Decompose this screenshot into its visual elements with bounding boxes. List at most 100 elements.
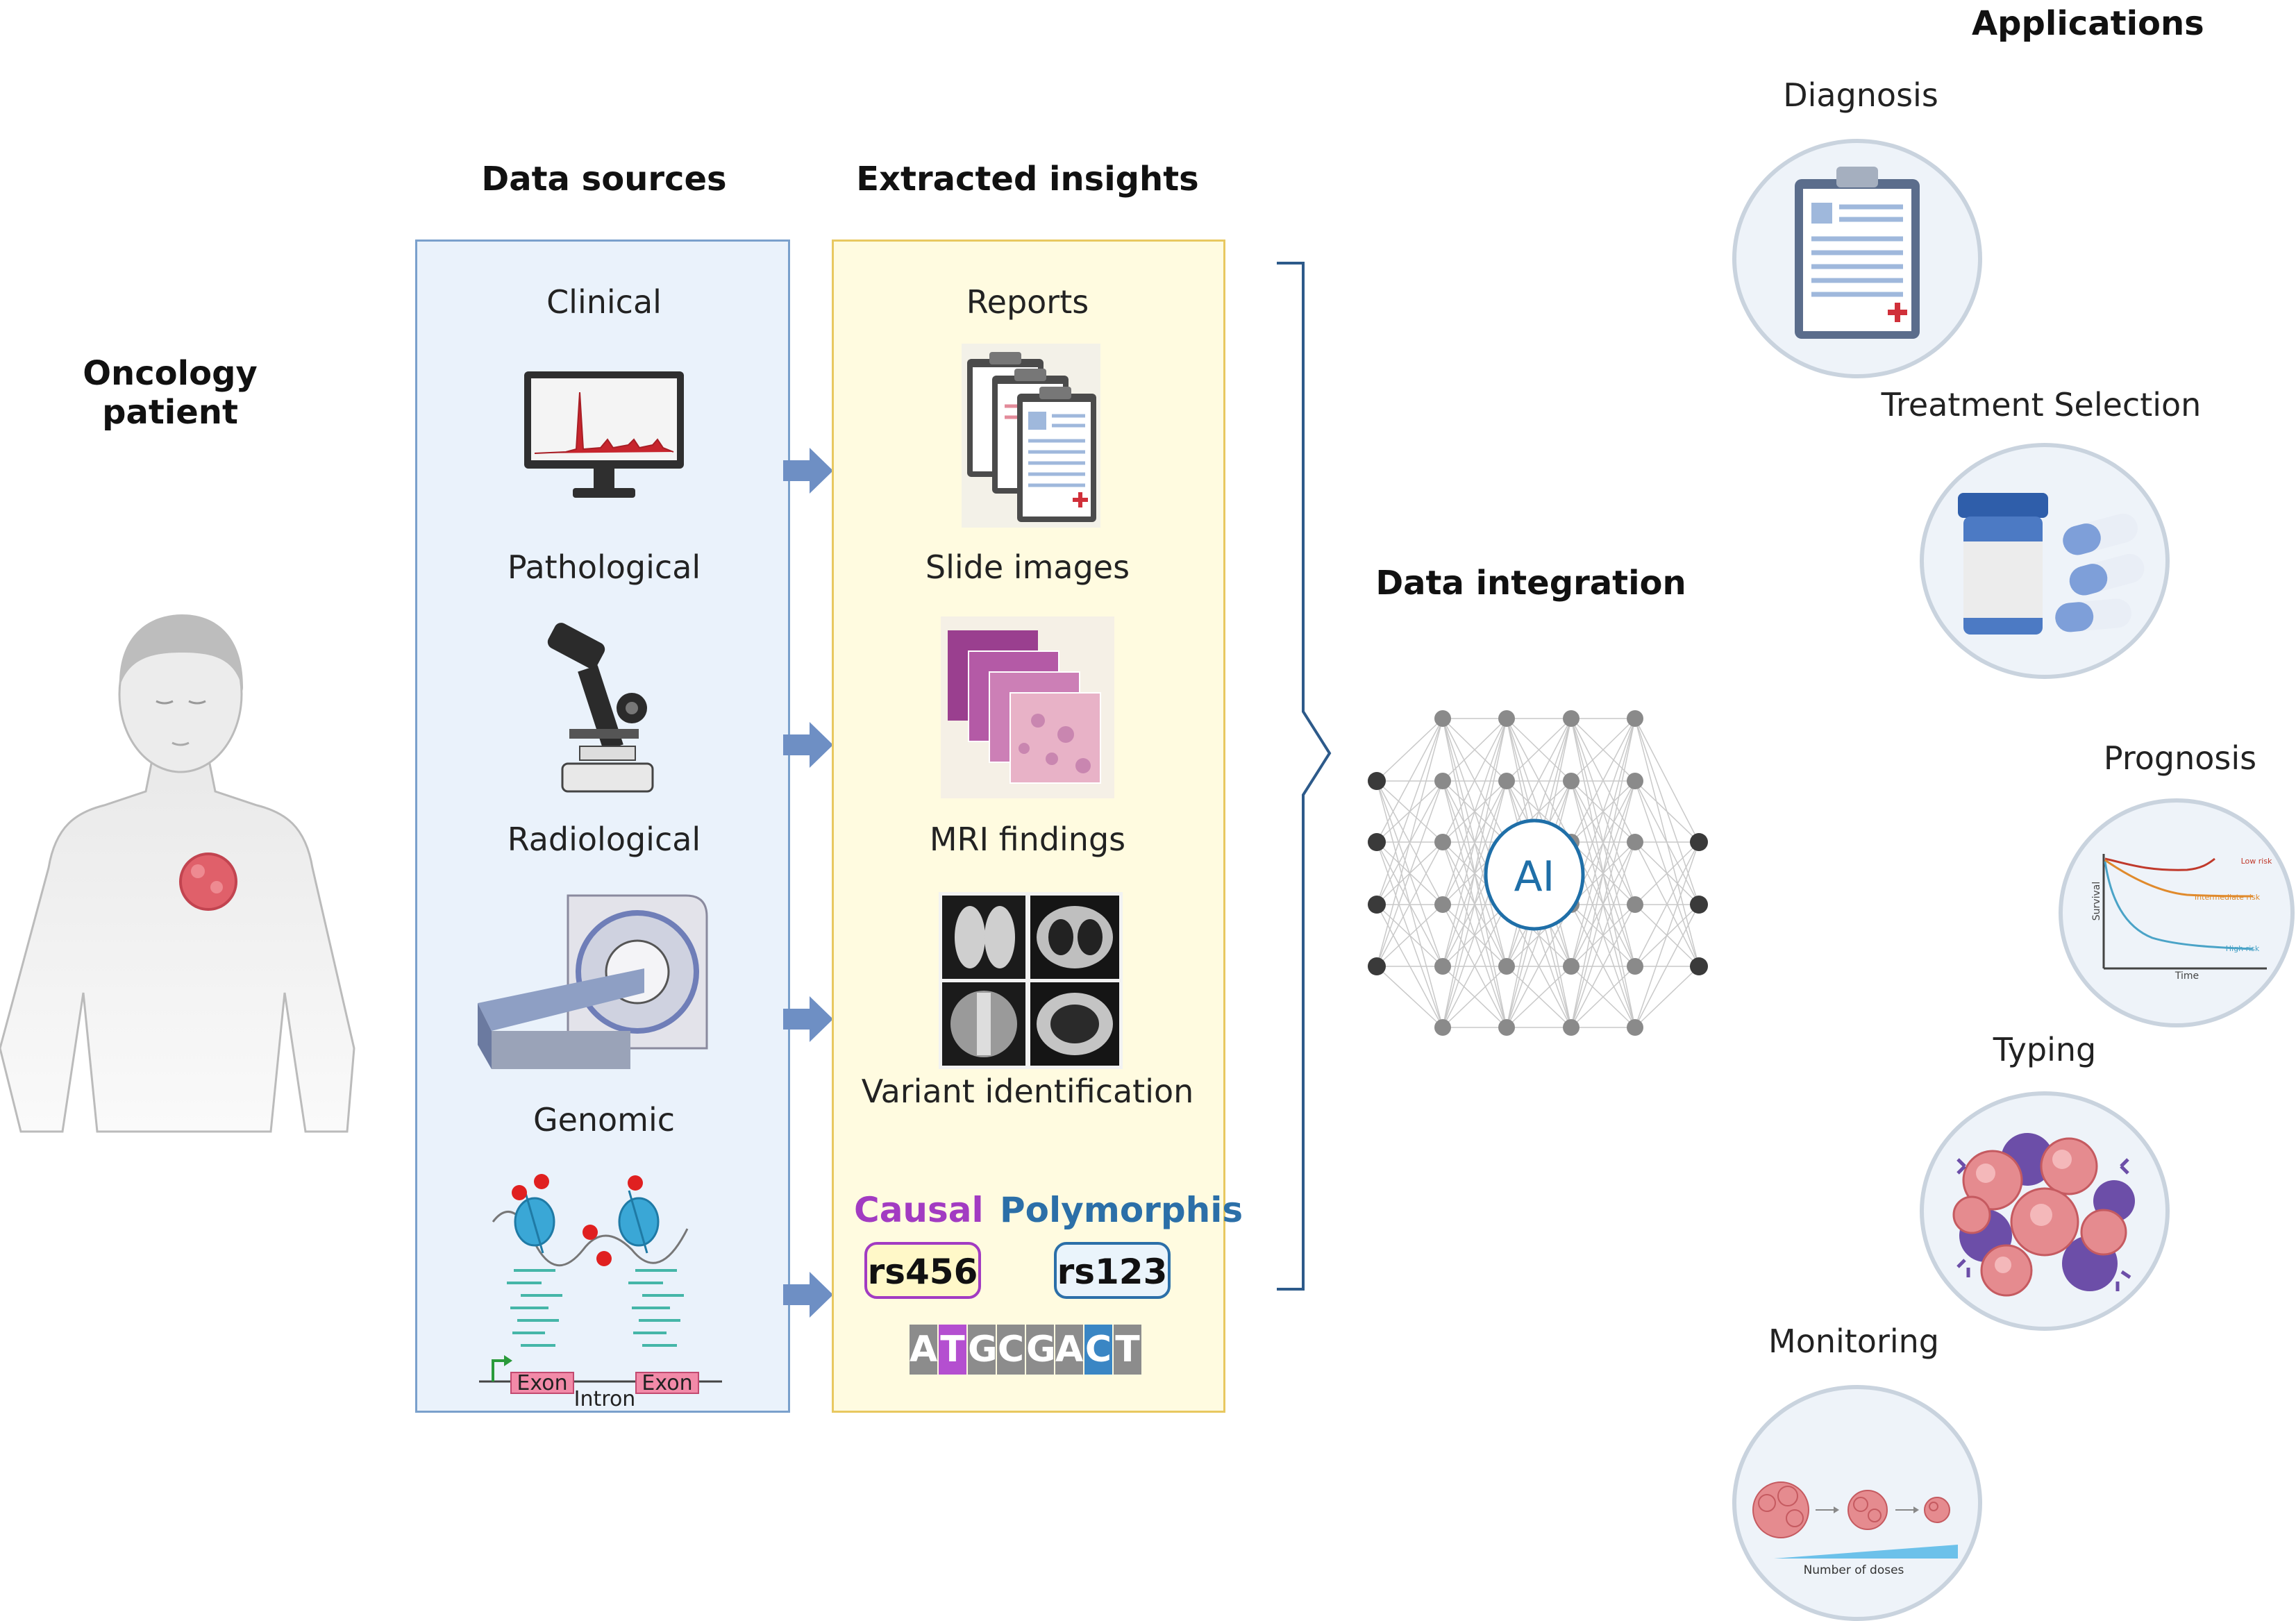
nn-connection	[1442, 904, 1507, 1028]
nn-node	[1563, 773, 1579, 789]
insight-variant-label: Variant identification	[861, 1073, 1194, 1110]
monitoring-caption: Number of doses	[1803, 1563, 1904, 1577]
source-radiological-label: Radiological	[507, 821, 701, 858]
nn-connection	[1634, 841, 1700, 967]
exon-label-2: Exon	[642, 1371, 693, 1395]
nn-node	[1434, 896, 1451, 913]
survival-ylabel: Survival	[2091, 881, 2102, 921]
nn-connection	[1634, 841, 1700, 1028]
nn-connection	[1570, 718, 1636, 1028]
nn-node	[1627, 1019, 1643, 1036]
nn-node	[1434, 710, 1451, 727]
nn-connection	[1570, 904, 1636, 1028]
nn-node	[1627, 896, 1643, 913]
neural-network-diagram	[1368, 710, 1708, 1036]
nn-connection	[1506, 718, 1572, 843]
base-5: G	[1026, 1325, 1056, 1375]
base-7: C	[1084, 1325, 1112, 1375]
nn-connection	[1376, 718, 1443, 843]
nn-node	[1690, 833, 1708, 851]
nn-connection	[1376, 841, 1443, 967]
nn-node	[1563, 958, 1579, 975]
nn-connection	[1376, 718, 1443, 967]
nn-node	[1368, 833, 1386, 851]
patient-title-line1: Oncology	[83, 354, 258, 393]
intron-label: Intron	[573, 1387, 636, 1411]
patient-illustration	[0, 614, 355, 1133]
nn-node	[1434, 773, 1451, 789]
nn-connection	[1506, 966, 1572, 1028]
applications-heading: Applications	[1972, 4, 2204, 43]
insight-slides-label: Slide images	[925, 548, 1130, 586]
nn-connection	[1376, 780, 1443, 967]
base-4: C	[997, 1325, 1025, 1375]
app-monitoring-label: Monitoring	[1768, 1322, 1939, 1360]
ai-ring	[1484, 818, 1585, 931]
nn-connection	[1634, 718, 1700, 843]
integration-bracket	[1277, 262, 1332, 1291]
nn-connection	[1634, 904, 1700, 1028]
source-pathological-label: Pathological	[507, 548, 701, 586]
nn-connection	[1376, 718, 1443, 905]
insight-mri-label: MRI findings	[929, 821, 1126, 858]
pills-icon	[1958, 493, 2145, 635]
nn-connection	[1570, 966, 1636, 1028]
insight-reports-label: Reports	[966, 283, 1089, 321]
nn-connection	[1376, 904, 1443, 967]
source-genomic-label: Genomic	[533, 1101, 676, 1139]
nn-node	[1498, 773, 1515, 789]
reports-icon	[962, 344, 1100, 528]
base-6: A	[1055, 1325, 1083, 1375]
nn-node	[1498, 958, 1515, 975]
polymorphism-variant-badge: rs123	[1054, 1242, 1171, 1299]
nn-connection	[1634, 780, 1700, 905]
nn-connection	[1634, 841, 1700, 905]
tumor-icon	[179, 853, 237, 911]
exon-label-1: Exon	[517, 1371, 568, 1395]
base-3: G	[968, 1325, 998, 1375]
nn-node	[1368, 896, 1386, 914]
base-8: T	[1114, 1325, 1141, 1375]
causal-variant-badge: rs456	[864, 1242, 981, 1299]
prognosis-circle	[2059, 798, 2295, 1027]
nn-node	[1690, 896, 1708, 914]
app-prognosis-label: Prognosis	[2103, 739, 2257, 777]
tumor-shrinkage-icon	[1752, 1481, 1958, 1559]
data-sources-heading: Data sources	[481, 160, 727, 199]
nn-connection	[1570, 718, 1636, 843]
nn-connection	[1376, 718, 1443, 782]
nn-connection	[1442, 780, 1507, 1028]
nn-connection	[1634, 966, 1700, 1028]
base-2: T	[939, 1325, 966, 1375]
mri-scanner-icon	[478, 894, 708, 1069]
microscope-icon	[547, 623, 654, 793]
causal-label: Causal	[854, 1190, 984, 1230]
mri-findings-icon	[939, 892, 1123, 1069]
survival-series-intermediate: Intermediate risk	[2194, 893, 2261, 902]
tumor-cells-icon	[1952, 1133, 2135, 1297]
dna-sequence: A T G C G A C T	[910, 1325, 1143, 1375]
arrow-radiological-to-mri	[783, 996, 833, 1042]
nn-node	[1368, 957, 1386, 975]
nn-connection	[1570, 718, 1636, 782]
survival-series-low: Low risk	[2240, 857, 2272, 866]
app-treatment-label: Treatment Selection	[1881, 386, 2202, 423]
patient-title-line2: patient	[102, 393, 238, 432]
genomic-illustration	[479, 1174, 722, 1394]
nn-node	[1563, 1019, 1579, 1036]
data-integration-heading: Data integration	[1375, 564, 1686, 603]
clipboard-icon	[1795, 167, 1920, 339]
monitor-icon	[524, 371, 684, 498]
nn-node	[1434, 834, 1451, 850]
survival-xlabel: Time	[2175, 971, 2199, 982]
nn-connection	[1442, 718, 1507, 905]
nn-connection	[1570, 841, 1636, 1028]
nn-connection	[1442, 718, 1507, 843]
nn-node	[1627, 834, 1643, 850]
nn-node	[1434, 1019, 1451, 1036]
nn-node	[1563, 710, 1579, 727]
base-1: A	[910, 1325, 937, 1375]
source-clinical-label: Clinical	[546, 283, 662, 321]
nn-node	[1627, 710, 1643, 727]
survival-curve-icon	[2102, 854, 2267, 970]
